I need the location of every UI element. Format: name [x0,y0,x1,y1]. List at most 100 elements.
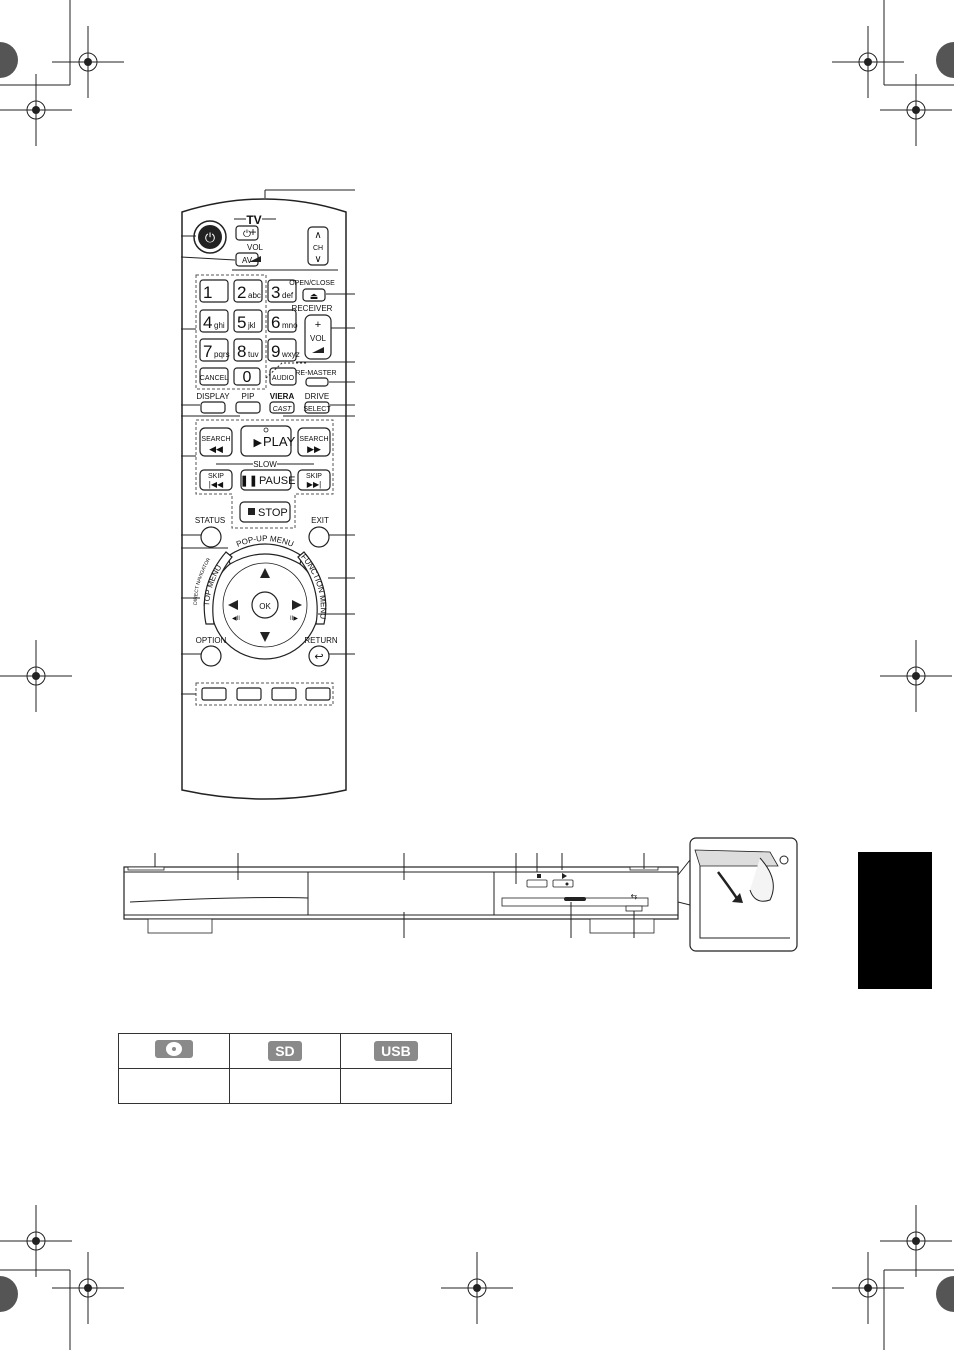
number-key-1[interactable]: 1 [199,279,229,303]
left-arrow-icon[interactable] [228,600,238,610]
media-usb-cell: USB [339,1033,453,1069]
usb-badge: USB [374,1041,418,1061]
pip-label: PIP [242,392,255,401]
cancel-button[interactable] [199,367,229,386]
return-button[interactable] [308,645,330,667]
ch-down-icon: ∨ [314,254,321,265]
play-icon: ▶ [254,437,263,449]
playback-frame [195,419,334,529]
tv-vol-plus: + [249,225,256,239]
stop-button[interactable]: STOP [239,501,291,523]
color-bar-mark [0,1276,18,1312]
open-close-button[interactable] [302,288,326,302]
right-arrow-icon[interactable] [292,600,302,610]
registration-mark [0,74,72,146]
function-menu-button[interactable] [297,551,327,625]
sd-card-slot[interactable] [564,897,586,901]
number-key-letters: tuv [248,350,259,359]
blue-button[interactable] [305,687,331,701]
player-front-panel: ⇆ [123,837,798,952]
registration-mark [880,1205,952,1277]
cast-label: CAST [273,406,292,413]
right-foot [589,918,655,934]
number-key-label: 8 [237,342,246,361]
power-icon: ⏻ [205,230,215,245]
play-button[interactable]: ▶ PLAY [240,425,296,457]
drive-select-button[interactable] [304,401,330,414]
pause-button[interactable]: ❚❚ PAUSE [240,469,296,491]
usb-icon: ⇆ [631,892,638,901]
number-key-label: 4 [203,313,212,332]
display-label: DISPLAY [196,392,230,401]
ok-button[interactable] [251,591,279,619]
number-key-letters: wxyz [281,350,300,359]
media-disc-value [118,1068,230,1104]
yellow-button[interactable] [271,687,297,701]
left-foot [147,918,213,934]
display-button[interactable] [200,401,226,414]
up-arrow-icon[interactable] [260,568,270,578]
receiver-vol-button[interactable] [304,314,332,360]
usb-port[interactable] [625,905,643,912]
slow-label: SLOW [253,460,277,469]
remaster-button[interactable] [305,377,329,387]
zero-button[interactable] [233,367,261,386]
search-back-button[interactable]: SEARCH ◀◀ [199,427,233,457]
search-forward-button[interactable]: SEARCH ▶▶ [297,427,331,457]
skip-back-button[interactable]: SKIP |◀◀ [199,469,233,491]
media-table: SD USB [118,1033,453,1104]
red-button[interactable] [201,687,227,701]
numpad-frame [195,274,267,390]
tv-power-button[interactable] [235,225,259,241]
play-label: PLAY [263,434,296,449]
return-label: RETURN [304,636,338,645]
play-button-front[interactable] [552,879,574,888]
remaster-label: RE-MASTER [295,370,336,377]
registration-mark [441,1252,513,1324]
skip-back-label: SKIP [208,473,224,480]
frame-forward-icon: II▶ [290,616,298,622]
stop-icon [537,874,541,878]
color-bar-mark [936,1276,954,1312]
player-callouts [154,853,645,938]
number-key-letters: mno [282,321,298,330]
stop-button-front[interactable] [526,879,548,888]
down-arrow-icon[interactable] [260,632,270,642]
audio-button[interactable] [269,367,297,386]
open-close-label: OPEN/CLOSE [289,280,335,287]
number-key-letters: abc [248,291,261,300]
top-menu-button[interactable] [203,551,233,625]
pip-button[interactable] [235,401,261,414]
search-back-label: SEARCH [201,436,230,443]
status-button[interactable] [200,526,222,548]
power-switch[interactable] [127,866,165,871]
green-button[interactable] [236,687,262,701]
skip-forward-label: SKIP [306,473,322,480]
tv-ch-button[interactable] [307,226,329,266]
registration-mark [832,1252,904,1324]
viera-cast-button[interactable] [269,401,295,414]
play-icon [562,873,567,879]
stop-icon [248,508,255,515]
option-button[interactable] [200,645,222,667]
skip-forward-button[interactable]: SKIP ▶▶| [297,469,331,491]
receiver-vol-plus: + [315,319,321,331]
skip-forward-icon: ▶▶| [307,480,321,489]
power-button[interactable]: ⏻ [193,220,227,254]
number-key-letters: jkl [247,321,256,330]
tv-ch-label: CH [313,245,323,252]
tv-vol-label: VOL [247,243,264,252]
exit-button[interactable] [308,526,330,548]
zero-label: 0 [243,369,252,386]
